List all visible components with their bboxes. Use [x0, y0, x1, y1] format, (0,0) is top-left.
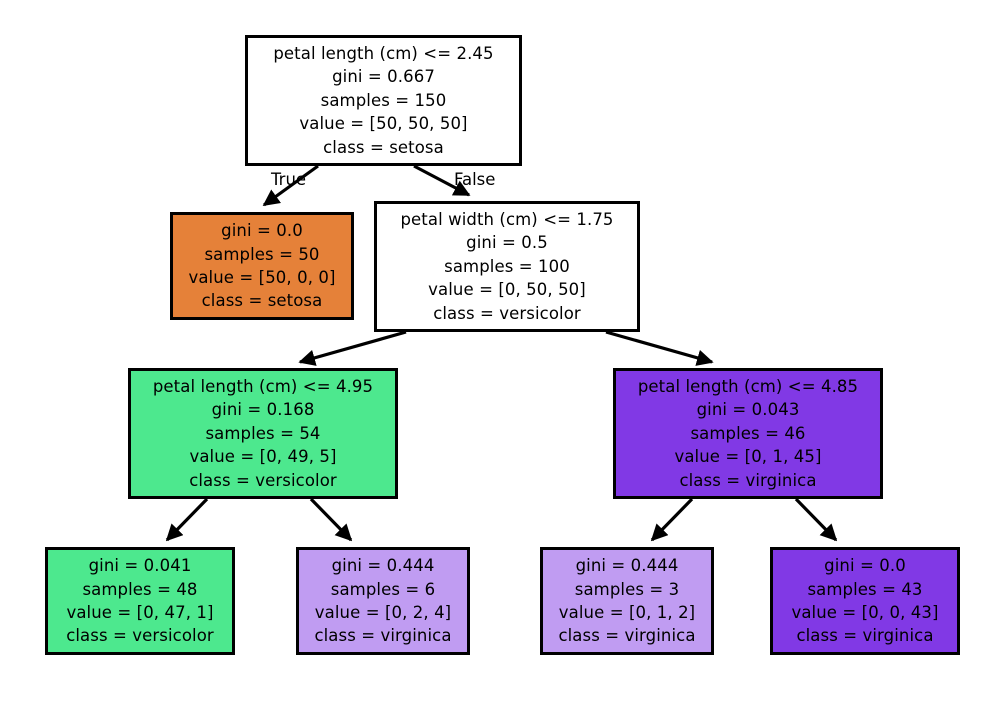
node-line: gini = 0.5 [466, 233, 548, 253]
node-line: value = [0, 1, 2] [558, 603, 696, 622]
node-line: class = virginica [679, 470, 817, 490]
node-line: samples = 46 [690, 423, 806, 443]
edge-label-false: False [454, 170, 496, 189]
node-line: value = [50, 0, 0] [188, 268, 336, 287]
tree-node-petal-length-495[interactable]: petal length (cm) <= 4.95 gini = 0.168 s… [128, 368, 398, 499]
edge-petallength485-to-leaf43 [794, 497, 838, 542]
tree-node-petal-width[interactable]: petal width (cm) <= 1.75 gini = 0.5 samp… [374, 201, 640, 332]
node-line: gini = 0.043 [696, 400, 800, 420]
node-line: gini = 0.168 [211, 400, 315, 420]
node-line: gini = 0.444 [331, 556, 435, 576]
tree-node-setosa-leaf[interactable]: gini = 0.0 samples = 50 value = [50, 0, … [170, 212, 354, 320]
node-line: class = setosa [323, 137, 444, 157]
node-line: value = [0, 0, 43] [791, 603, 939, 622]
node-line: class = versicolor [66, 626, 214, 646]
node-line: class = setosa [201, 291, 323, 311]
node-line: value = [50, 50, 50] [299, 114, 468, 134]
tree-node-root[interactable]: petal length (cm) <= 2.45 gini = 0.667 s… [245, 35, 522, 166]
node-line: samples = 150 [320, 90, 447, 110]
node-line: samples = 3 [574, 579, 680, 599]
node-line: class = versicolor [189, 470, 337, 490]
node-line: gini = 0.041 [88, 556, 192, 576]
node-line: class = virginica [796, 626, 934, 646]
edge-petallength495-to-leaf48 [165, 497, 209, 542]
node-line: class = versicolor [433, 303, 581, 323]
node-line: value = [0, 2, 4] [314, 603, 452, 622]
node-line: petal length (cm) <= 4.85 [637, 376, 859, 396]
node-line: samples = 48 [82, 579, 198, 599]
node-line: petal length (cm) <= 2.45 [273, 43, 494, 63]
node-line: value = [0, 49, 5] [189, 447, 337, 467]
node-line: value = [0, 50, 50] [428, 280, 586, 300]
node-line: gini = 0.667 [332, 67, 435, 87]
node-line: value = [0, 1, 45] [674, 447, 822, 467]
node-line: petal length (cm) <= 4.95 [152, 376, 374, 396]
tree-node-petal-length-485[interactable]: petal length (cm) <= 4.85 gini = 0.043 s… [613, 368, 883, 499]
tree-leaf-virginica-3[interactable]: gini = 0.444 samples = 3 value = [0, 1, … [540, 547, 714, 655]
node-line: class = virginica [314, 626, 452, 646]
node-line: samples = 54 [205, 423, 321, 443]
node-line: samples = 6 [330, 579, 436, 599]
tree-leaf-virginica-43[interactable]: gini = 0.0 samples = 43 value = [0, 0, 4… [770, 547, 960, 655]
node-line: value = [0, 47, 1] [66, 603, 214, 622]
node-line: samples = 43 [807, 579, 923, 599]
tree-leaf-versicolor-48[interactable]: gini = 0.041 samples = 48 value = [0, 47… [45, 547, 235, 655]
node-line: gini = 0.444 [575, 556, 679, 576]
edge-petalwidth-to-petallength495 [298, 330, 407, 366]
edge-petalwidth-to-petallength485 [605, 330, 714, 366]
edge-petallength485-to-leaf3 [650, 497, 694, 542]
node-line: samples = 50 [204, 244, 320, 264]
edge-petallength495-to-leaf6 [309, 497, 353, 542]
edge-label-true: True [271, 170, 307, 189]
tree-leaf-virginica-6[interactable]: gini = 0.444 samples = 6 value = [0, 2, … [296, 547, 470, 655]
node-line: gini = 0.0 [221, 221, 303, 241]
node-line: gini = 0.0 [824, 556, 906, 576]
node-line: class = virginica [558, 626, 696, 646]
node-line: samples = 100 [444, 256, 570, 276]
node-line: petal width (cm) <= 1.75 [400, 209, 614, 229]
